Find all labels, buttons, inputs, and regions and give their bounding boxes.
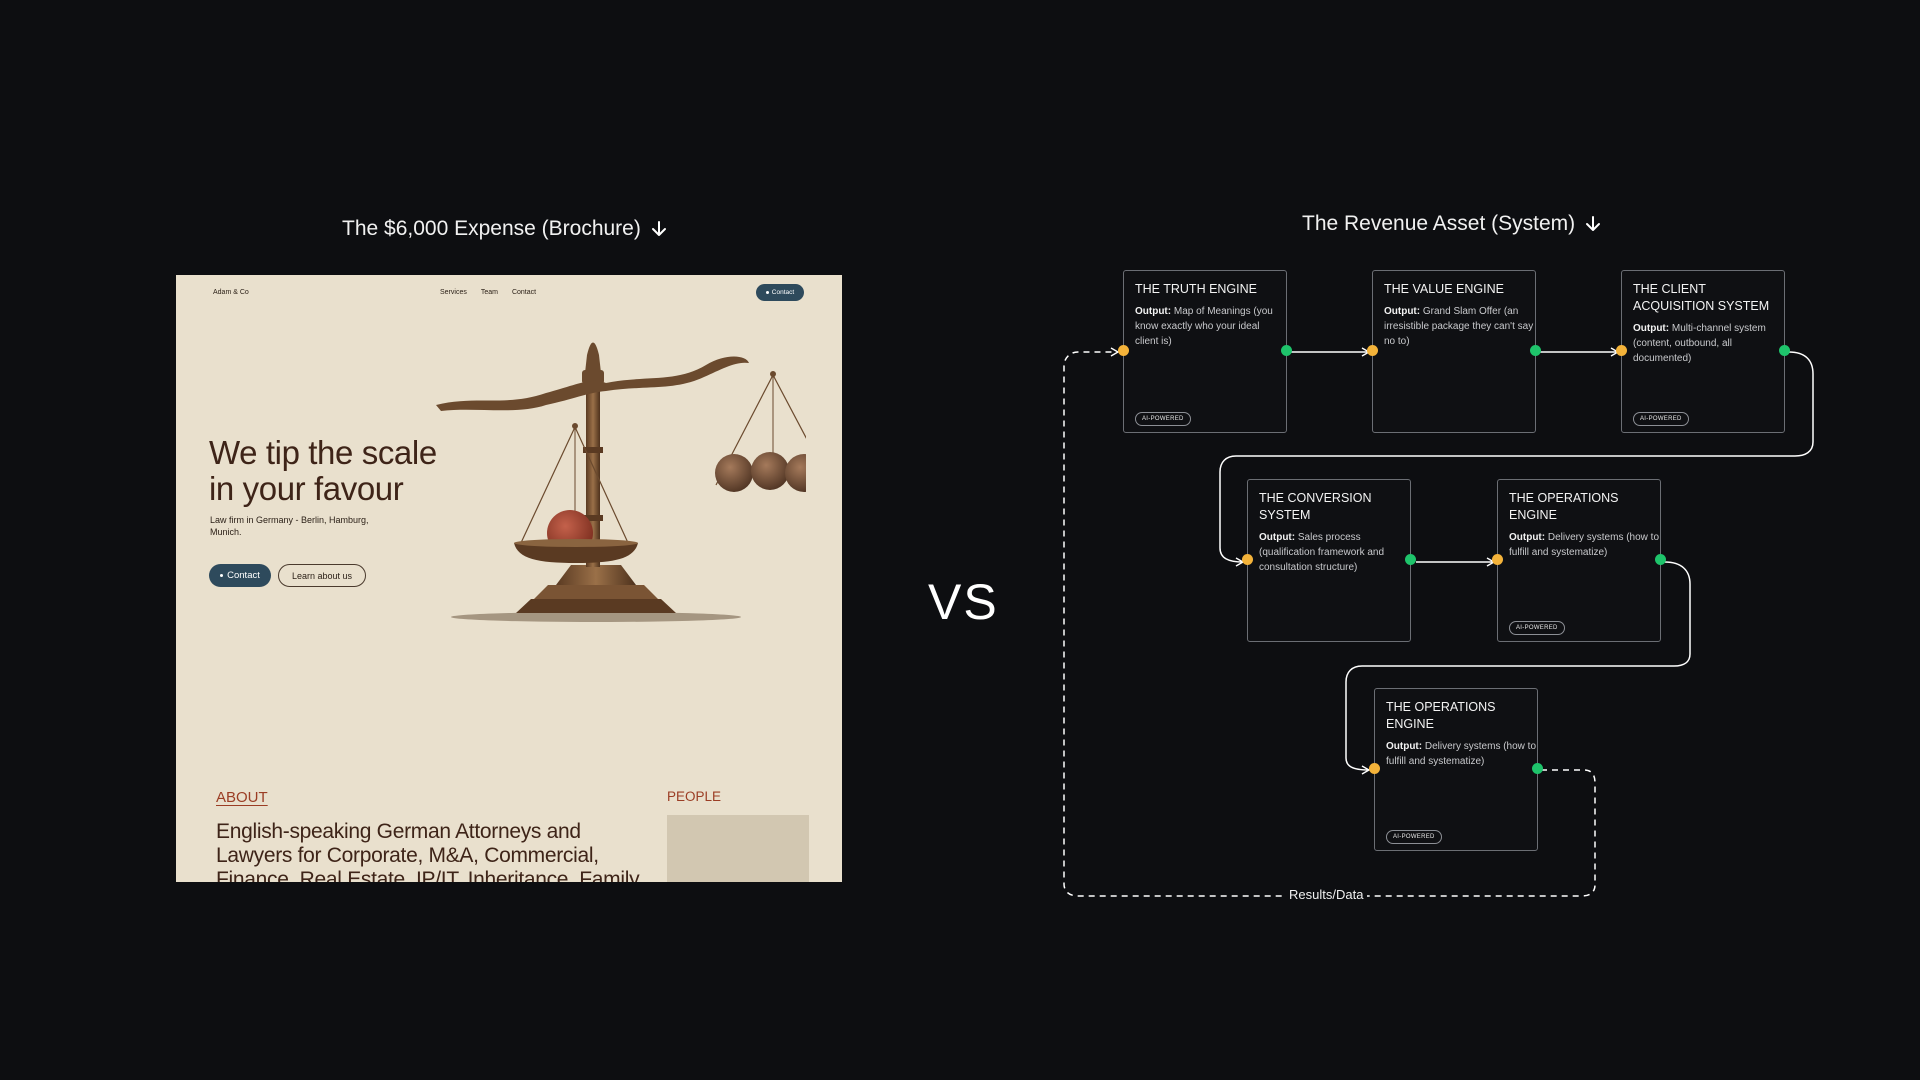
brochure-website-screenshot: Adam & Co Services Team Contact Contact — [176, 275, 842, 882]
node-conversion-system[interactable]: THE CONVERSION SYSTEM Output: Sales proc… — [1242, 479, 1416, 642]
about-text: English-speaking German Attorneys and La… — [216, 820, 640, 882]
arrow-down-icon — [1586, 216, 1601, 231]
node-client-acquisition-system[interactable]: THE CLIENT ACQUISITION SYSTEM Output: Mu… — [1616, 270, 1790, 433]
node-output: Output: Delivery systems (how to fulfill… — [1386, 739, 1536, 769]
people-label: PEOPLE — [667, 789, 722, 804]
output-label: Output: — [1384, 306, 1421, 317]
nav-link-services[interactable]: Services — [440, 289, 467, 296]
output-label: Output: — [1509, 532, 1546, 543]
node-title: THE VALUE ENGINE — [1384, 282, 1504, 296]
node-title: THE CONVERSION SYSTEM — [1259, 491, 1372, 522]
node-title: THE CLIENT ACQUISITION SYSTEM — [1633, 282, 1770, 313]
node-value-engine[interactable]: THE VALUE ENGINE Output: Grand Slam Offe… — [1367, 270, 1541, 433]
output-port[interactable] — [1655, 554, 1666, 565]
node-truth-engine[interactable]: THE TRUTH ENGINE Output: Map of Meanings… — [1118, 270, 1292, 433]
output-port[interactable] — [1779, 345, 1790, 356]
node-output: Output: Delivery systems (how to fulfill… — [1509, 530, 1659, 560]
node-title: THE OPERATIONS ENGINE — [1386, 700, 1496, 731]
input-port[interactable] — [1242, 554, 1253, 565]
vs-label: VS — [928, 574, 999, 630]
output-label: Output: — [1386, 741, 1423, 752]
site-brand[interactable]: Adam & Co — [213, 289, 249, 296]
node-title: THE OPERATIONS ENGINE — [1509, 491, 1619, 522]
system-heading: The Revenue Asset (System) — [1302, 212, 1603, 236]
input-port[interactable] — [1118, 345, 1129, 356]
node-operations-engine[interactable]: THE OPERATIONS ENGINE Output: Delivery s… — [1492, 479, 1666, 642]
output-label: Output: — [1135, 306, 1172, 317]
node-title: THE TRUTH ENGINE — [1135, 282, 1257, 296]
about-label[interactable]: ABOUT — [216, 789, 268, 806]
node-output-text: Map of Meanings (you know exactly who yo… — [1135, 306, 1273, 347]
ai-powered-badge: AI-POWERED — [1509, 621, 1565, 635]
input-port[interactable] — [1369, 763, 1380, 774]
output-port[interactable] — [1532, 763, 1543, 774]
system-heading-text: The Revenue Asset (System) — [1302, 212, 1576, 235]
nav-link-contact[interactable]: Contact — [511, 289, 537, 296]
node-output: Output: Grand Slam Offer (an irresistibl… — [1384, 304, 1534, 349]
ai-powered-badge: AI-POWERED — [1386, 830, 1442, 844]
node-output-text: Multi-channel system (content, outbound,… — [1633, 323, 1766, 364]
nav-link-team[interactable]: Team — [480, 289, 498, 296]
arrow-down-icon — [651, 221, 666, 236]
people-image-placeholder — [667, 815, 809, 882]
output-label: Output: — [1259, 532, 1296, 543]
output-port[interactable] — [1281, 345, 1292, 356]
node-output-text: Sales process (qualification framework a… — [1259, 532, 1385, 573]
node-output: Output: Multi-channel system (content, o… — [1633, 321, 1783, 366]
input-port[interactable] — [1492, 554, 1503, 565]
scales-of-justice-image — [436, 342, 806, 622]
ai-powered-badge: AI-POWERED — [1633, 412, 1689, 426]
hero-subtitle: Law firm in Germany - Berlin, Hamburg, M… — [210, 515, 369, 537]
dot-icon — [220, 574, 224, 577]
node-operations-engine-2[interactable]: THE OPERATIONS ENGINE Output: Delivery s… — [1369, 688, 1543, 851]
node-output-text: Grand Slam Offer (an irresistible packag… — [1384, 306, 1534, 347]
dot-icon — [765, 291, 769, 294]
hero-contact-label: Contact — [227, 570, 260, 581]
input-port[interactable] — [1616, 345, 1627, 356]
site-nav: Services Team Contact — [440, 289, 536, 296]
brochure-heading-text: The $6,000 Expense (Brochure) — [342, 217, 641, 240]
nav-contact-label: Contact — [771, 289, 795, 296]
learn-about-us-button[interactable]: Learn about us — [278, 564, 366, 587]
input-port[interactable] — [1367, 345, 1378, 356]
brochure-heading: The $6,000 Expense (Brochure) — [342, 217, 669, 241]
output-port[interactable] — [1405, 554, 1416, 565]
node-output: Output: Map of Meanings (you know exactl… — [1135, 304, 1285, 349]
hero-contact-button[interactable]: Contact — [209, 564, 271, 587]
node-output-text: Delivery systems (how to fulfill and sys… — [1386, 741, 1537, 767]
ai-powered-badge: AI-POWERED — [1135, 412, 1191, 426]
output-label: Output: — [1633, 323, 1670, 334]
hero-title: We tip the scale in your favour — [209, 434, 437, 507]
node-output-text: Delivery systems (how to fulfill and sys… — [1509, 532, 1660, 558]
output-port[interactable] — [1530, 345, 1541, 356]
nav-contact-button[interactable]: Contact — [756, 284, 804, 301]
results-data-label: Results/Data — [1285, 887, 1368, 902]
node-output: Output: Sales process (qualification fra… — [1259, 530, 1409, 575]
